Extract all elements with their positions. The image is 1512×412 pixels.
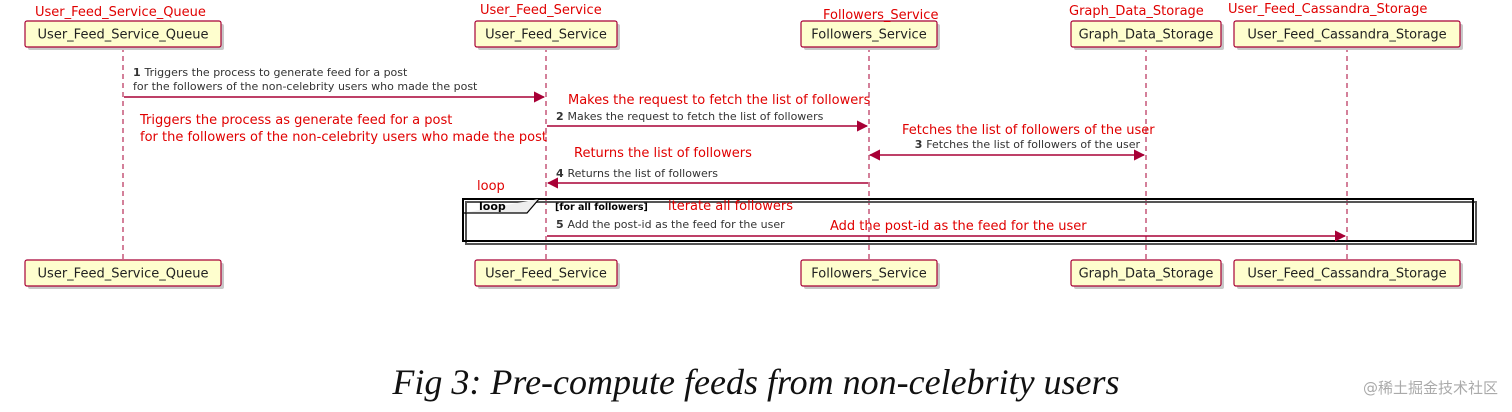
participant-box-cassandra-top: User_Feed_Cassandra_Storage <box>1233 20 1463 50</box>
participant-annotation-service: User_Feed_Service <box>480 3 602 18</box>
participant-annotation-queue: User_Feed_Service_Queue <box>35 5 206 20</box>
participant-box-followers-top: Followers_Service <box>800 20 940 50</box>
participant-rect <box>1070 259 1222 287</box>
participant-box-service-top: User_Feed_Service <box>474 20 620 50</box>
loop-shadow <box>465 201 1477 245</box>
message-5: 5 Add the post-id as the feed for the us… <box>547 218 1347 242</box>
loop-frame: loop [for all followers] <box>462 198 1477 245</box>
participant-box-graph-bottom: Graph_Data_Storage <box>1070 259 1224 289</box>
message-text: 3 Fetches the list of followers of the u… <box>915 138 1141 151</box>
message-number: 5 <box>556 218 567 231</box>
message-text: 5 Add the post-id as the feed for the us… <box>556 218 785 231</box>
participant-annotation-cassandra: User_Feed_Cassandra_Storage <box>1228 2 1427 17</box>
message-text-line: Triggers the process to generate feed fo… <box>143 66 408 79</box>
message-number: 3 <box>915 138 926 151</box>
participant-rect <box>24 259 222 287</box>
loop-annotation: loop <box>477 179 505 194</box>
participant-label: Followers_Service <box>811 28 926 43</box>
message-annotation-5: Add the post-id as the feed for the user <box>830 219 1087 234</box>
participant-box-queue-top: User_Feed_Service_Queue <box>24 20 224 50</box>
message-text: 1 Triggers the process to generate feed … <box>133 66 408 79</box>
message-1: 1 Triggers the process to generate feed … <box>124 66 546 103</box>
message-annotation-2: Makes the request to fetch the list of f… <box>568 93 871 108</box>
participant-label: User_Feed_Service_Queue <box>38 28 209 43</box>
loop-tab <box>463 198 540 214</box>
participant-label: Graph_Data_Storage <box>1079 267 1214 282</box>
participant-label: User_Feed_Cassandra_Storage <box>1247 267 1446 282</box>
participant-rect <box>474 259 618 287</box>
message-text: for the followers of the non-celebrity u… <box>133 80 478 93</box>
participant-rect <box>474 20 618 48</box>
watermark: @稀土掘金技术社区 <box>1362 379 1498 397</box>
message-3: 3 Fetches the list of followers of the u… <box>868 138 1146 161</box>
message-number: 1 <box>133 66 144 79</box>
participant-rect <box>800 20 938 48</box>
message-text-line: Makes the request to fetch the list of f… <box>567 110 823 123</box>
message-annotation-1: for the followers of the non-celebrity u… <box>140 130 547 145</box>
figure-caption: Fig 3: Pre-compute feeds from non-celebr… <box>392 362 1120 402</box>
participant-annotation-followers: Followers_Service <box>823 8 938 23</box>
participant-label: User_Feed_Cassandra_Storage <box>1247 28 1446 43</box>
message-annotation-4: Returns the list of followers <box>574 146 752 161</box>
participant-label: User_Feed_Service <box>485 28 607 43</box>
participant-box-followers-bottom: Followers_Service <box>800 259 940 289</box>
participant-box-queue-bottom: User_Feed_Service_Queue <box>24 259 224 289</box>
loop-border <box>462 198 1474 242</box>
message-number: 4 <box>556 167 567 180</box>
message-text: 4 Returns the list of followers <box>556 167 718 180</box>
message-annotation-1: Triggers the process as generate feed fo… <box>139 113 452 128</box>
message-text-line: Fetches the list of followers of the use… <box>926 138 1140 151</box>
participant-rect <box>1233 20 1461 48</box>
sequence-diagram: loop [for all followers] 1 Triggers the p… <box>24 2 1477 289</box>
participant-label: User_Feed_Service <box>485 267 607 282</box>
message-4: 4 Returns the list of followers <box>546 167 868 189</box>
participant-box-cassandra-bottom: User_Feed_Cassandra_Storage <box>1233 259 1463 289</box>
participant-rect <box>1070 20 1222 48</box>
message-number: 2 <box>556 110 567 123</box>
loop-label: loop <box>479 200 506 213</box>
message-annotation-3: Fetches the list of followers of the use… <box>902 123 1155 138</box>
loop-guard-annotation: iterate all followers <box>668 199 793 214</box>
participant-box-graph-top: Graph_Data_Storage <box>1070 20 1224 50</box>
loop-guard: [for all followers] <box>555 202 648 213</box>
participant-annotation-graph: Graph_Data_Storage <box>1069 4 1204 19</box>
message-text-line: Returns the list of followers <box>567 167 718 180</box>
participant-rect <box>1233 259 1461 287</box>
participant-label: User_Feed_Service_Queue <box>38 267 209 282</box>
participant-label: Followers_Service <box>811 267 926 282</box>
message-2: 2 Makes the request to fetch the list of… <box>547 110 869 132</box>
participant-rect <box>800 259 938 287</box>
participant-rect <box>24 20 222 48</box>
message-text-line: Add the post-id as the feed for the user <box>567 218 785 231</box>
participant-box-service-bottom: User_Feed_Service <box>474 259 620 289</box>
message-text: 2 Makes the request to fetch the list of… <box>556 110 824 123</box>
participant-label: Graph_Data_Storage <box>1079 28 1214 43</box>
